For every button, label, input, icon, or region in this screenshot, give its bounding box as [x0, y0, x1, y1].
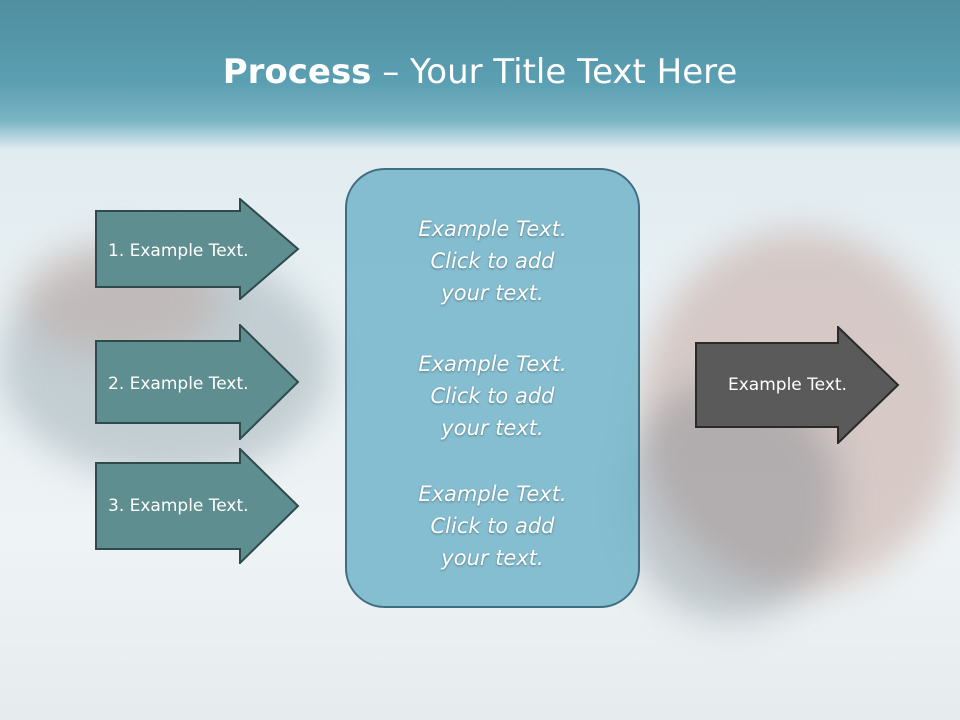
center-text-box[interactable]: Example Text. Click to add your text. Ex…	[345, 168, 640, 608]
center-line: Example Text.	[418, 352, 567, 376]
title-bold: Process	[222, 52, 372, 92]
step-label-3: 3. Example Text.	[108, 496, 249, 516]
step-label-2: 2. Example Text.	[108, 374, 249, 394]
title-rest: – Your Title Text Here	[371, 52, 738, 92]
center-line: your text.	[441, 546, 544, 570]
center-line: Click to add	[430, 384, 555, 408]
center-paragraph-2: Example Text. Click to add your text.	[347, 348, 638, 444]
center-line: Click to add	[430, 514, 555, 538]
step-arrow-2[interactable]: 2. Example Text.	[95, 324, 300, 440]
center-line: your text.	[441, 281, 544, 305]
center-line: Example Text.	[418, 482, 567, 506]
output-label: Example Text.	[728, 375, 847, 395]
center-line: your text.	[441, 416, 544, 440]
step-arrow-3[interactable]: 3. Example Text.	[95, 448, 300, 564]
step-label-1: 1. Example Text.	[108, 241, 249, 261]
title-band	[0, 0, 960, 150]
center-paragraph-3: Example Text. Click to add your text.	[347, 478, 638, 574]
center-line: Example Text.	[418, 217, 567, 241]
center-paragraph-1: Example Text. Click to add your text.	[347, 213, 638, 309]
output-arrow[interactable]: Example Text.	[695, 326, 900, 444]
page-title[interactable]: Process – Your Title Text Here	[0, 52, 960, 92]
center-line: Click to add	[430, 249, 555, 273]
step-arrow-1[interactable]: 1. Example Text.	[95, 198, 300, 300]
